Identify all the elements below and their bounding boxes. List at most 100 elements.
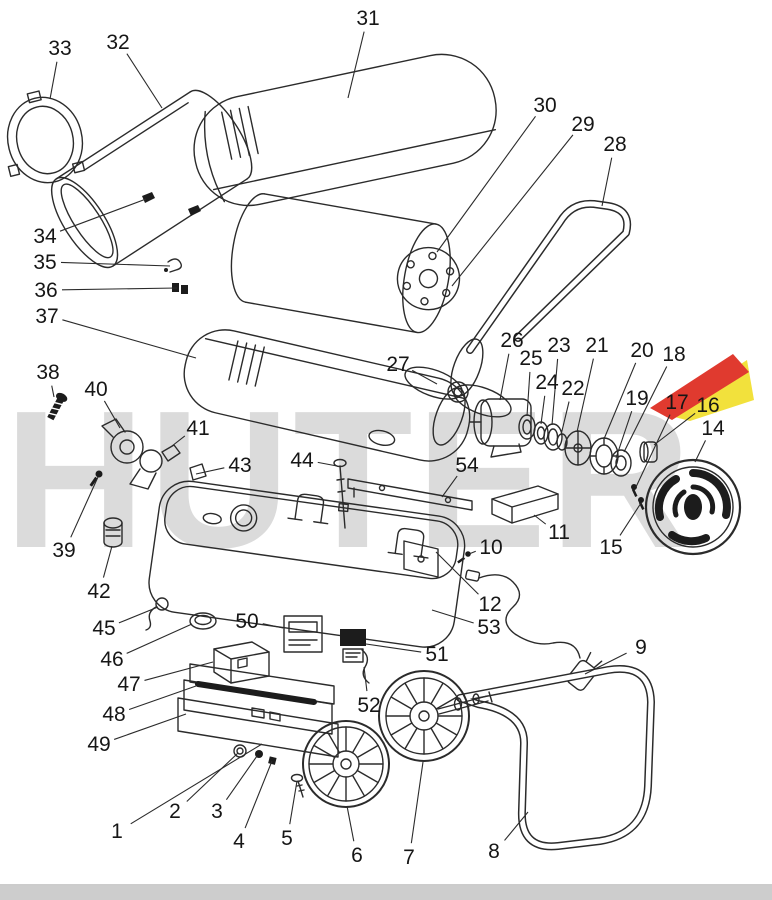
part-label-48: 48 xyxy=(102,685,197,726)
svg-text:51: 51 xyxy=(425,643,448,666)
svg-text:4: 4 xyxy=(233,830,245,853)
logo-red-swoosh xyxy=(650,354,749,420)
svg-text:25: 25 xyxy=(519,347,542,370)
chamber-clips xyxy=(142,192,201,216)
support-bar xyxy=(347,478,473,511)
svg-text:34: 34 xyxy=(33,225,57,248)
wheel-axle xyxy=(437,691,493,715)
part-label-28: 28 xyxy=(601,133,627,207)
bolt-small xyxy=(290,773,305,798)
svg-text:32: 32 xyxy=(106,31,129,54)
svg-text:44: 44 xyxy=(290,449,314,472)
part-label-19: 19 xyxy=(615,387,649,459)
part-label-23: 23 xyxy=(547,334,571,426)
part-label-31: 31 xyxy=(347,7,380,99)
part-label-9: 9 xyxy=(584,636,647,675)
part-label-40: 40 xyxy=(84,378,121,429)
part-label-25: 25 xyxy=(519,347,543,417)
svg-text:17: 17 xyxy=(665,391,688,414)
part-label-10: 10 xyxy=(468,536,503,559)
svg-text:53: 53 xyxy=(477,616,500,639)
svg-text:42: 42 xyxy=(87,580,110,603)
pump-parts xyxy=(518,414,658,510)
mount-bracket xyxy=(491,485,559,524)
wheel-support-frame xyxy=(456,665,655,851)
svg-text:10: 10 xyxy=(479,536,502,559)
svg-text:18: 18 xyxy=(662,343,685,366)
fastener-screw xyxy=(268,756,277,765)
part-label-20: 20 xyxy=(603,339,654,440)
part-label-15: 15 xyxy=(599,502,642,559)
part-label-5: 5 xyxy=(281,780,298,850)
svg-text:45: 45 xyxy=(92,617,115,640)
top-shell xyxy=(193,53,497,207)
svg-text:23: 23 xyxy=(547,334,570,357)
flange-ring xyxy=(6,90,86,184)
part-label-42: 42 xyxy=(87,545,113,603)
tank-cap xyxy=(189,612,217,630)
svg-text:28: 28 xyxy=(603,133,626,156)
part-label-30: 30 xyxy=(436,94,557,253)
part-label-47: 47 xyxy=(117,661,214,696)
drain-plug xyxy=(103,517,123,548)
part-label-32: 32 xyxy=(106,31,163,109)
part-label-29: 29 xyxy=(451,113,595,287)
svg-text:48: 48 xyxy=(102,703,125,726)
svg-text:2: 2 xyxy=(169,800,181,823)
power-plug xyxy=(566,651,603,691)
part-label-52: 52 xyxy=(357,666,381,717)
part-label-7: 7 xyxy=(403,761,424,869)
svg-text:54: 54 xyxy=(455,454,479,477)
part-label-1: 1 xyxy=(111,743,263,843)
part-label-54: 54 xyxy=(441,454,479,498)
fuel-tank xyxy=(148,480,466,648)
svg-text:3: 3 xyxy=(211,800,223,823)
part-label-12: 12 xyxy=(435,551,502,616)
svg-text:16: 16 xyxy=(696,394,719,417)
svg-text:29: 29 xyxy=(571,113,594,136)
combustion-chamber xyxy=(50,89,253,269)
part-label-34: 34 xyxy=(33,198,147,248)
part-label-51: 51 xyxy=(365,643,449,666)
svg-text:7: 7 xyxy=(403,846,415,869)
part-label-21: 21 xyxy=(576,334,609,433)
svg-text:26: 26 xyxy=(500,329,523,352)
wire-clip xyxy=(164,258,183,273)
part-label-36: 36 xyxy=(34,279,178,302)
svg-text:22: 22 xyxy=(561,377,584,400)
svg-text:39: 39 xyxy=(52,539,75,562)
part-label-4: 4 xyxy=(233,760,273,853)
svg-text:36: 36 xyxy=(34,279,57,302)
part-label-27: 27 xyxy=(386,353,438,385)
part-label-11: 11 xyxy=(533,514,570,544)
svg-text:27: 27 xyxy=(386,353,409,376)
part-label-45: 45 xyxy=(92,606,159,640)
svg-text:30: 30 xyxy=(533,94,556,117)
svg-text:5: 5 xyxy=(281,827,293,850)
part-label-35: 35 xyxy=(33,251,171,274)
part-label-50: 50 xyxy=(235,610,284,633)
svg-text:46: 46 xyxy=(100,648,123,671)
handle-frame xyxy=(466,199,632,354)
part-label-53: 53 xyxy=(431,609,501,639)
svg-text:35: 35 xyxy=(33,251,56,274)
svg-text:9: 9 xyxy=(635,636,647,659)
part-label-33: 33 xyxy=(48,37,72,100)
screw-38 xyxy=(47,392,68,421)
igniter-assembly xyxy=(101,418,207,490)
screw-39 xyxy=(89,470,103,487)
svg-text:15: 15 xyxy=(599,536,622,559)
svg-text:52: 52 xyxy=(357,694,380,717)
svg-text:24: 24 xyxy=(535,371,559,394)
svg-text:1: 1 xyxy=(111,820,123,843)
brand-logo xyxy=(650,354,754,421)
part-label-43: 43 xyxy=(195,454,252,477)
part-label-22: 22 xyxy=(560,377,585,436)
part-label-44: 44 xyxy=(290,449,338,472)
sticker-labels xyxy=(340,629,366,663)
fan-guard xyxy=(644,458,742,556)
wheel-right-spokes xyxy=(385,677,463,755)
lower-shell xyxy=(183,329,471,462)
